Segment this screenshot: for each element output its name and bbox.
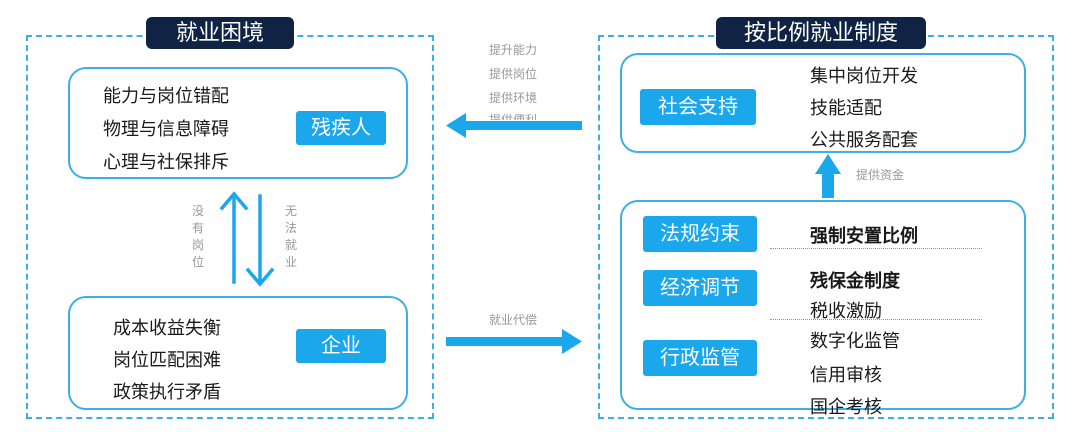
- arrow-down-label: 无法就业: [284, 204, 297, 269]
- disabled-item: 心理与社保排斥: [103, 152, 229, 172]
- arrow-up-icon: [815, 154, 841, 198]
- enterprise-item: 政策执行矛盾: [113, 382, 221, 402]
- social-item: 集中岗位开发: [810, 66, 918, 86]
- arrow-left-icon: [446, 113, 582, 138]
- divider: [770, 319, 982, 320]
- top-arrow-label: 提供便利: [489, 113, 538, 120]
- regulation-tag: 法规约束: [643, 216, 757, 252]
- policy-item: 数字化监管: [810, 331, 900, 351]
- policy-item: 信用审核: [810, 365, 882, 385]
- social-item: 公共服务配套: [810, 130, 918, 150]
- enterprise-tag: 企业: [296, 329, 386, 363]
- bottom-arrow-label: 就业代偿: [489, 313, 538, 327]
- left-panel-title: 就业困境: [146, 17, 294, 49]
- social-support-tag: 社会支持: [640, 89, 756, 125]
- disabled-tag: 残疾人: [296, 111, 386, 145]
- arrow-up-label: 没有岗位: [191, 204, 204, 269]
- arrow-right-icon: [446, 329, 582, 354]
- enterprise-item: 成本收益失衡: [113, 318, 221, 338]
- arrow-vertical-down-icon: [245, 194, 275, 287]
- disabled-item: 物理与信息障碍: [103, 119, 229, 139]
- top-arrow-label: 提升能力: [489, 43, 538, 57]
- right-panel-title: 按比例就业制度: [716, 17, 926, 49]
- top-arrow-label: 提供环境: [489, 91, 538, 105]
- divider: [770, 248, 982, 249]
- administrative-tag: 行政监管: [643, 340, 757, 376]
- disabled-item: 能力与岗位错配: [103, 86, 229, 106]
- arrow-vertical-up-icon: [219, 191, 249, 284]
- top-arrow-label: 提供岗位: [489, 67, 538, 81]
- policy-item: 强制安置比例: [810, 226, 918, 246]
- fund-label: 提供资金: [856, 168, 905, 182]
- policy-item: 国企考核: [810, 397, 882, 417]
- social-item: 技能适配: [810, 98, 882, 118]
- enterprise-item: 岗位匹配困难: [113, 350, 221, 370]
- economic-tag: 经济调节: [643, 270, 757, 306]
- policy-item: 残保金制度: [810, 271, 900, 291]
- policy-item: 税收激励: [810, 301, 882, 321]
